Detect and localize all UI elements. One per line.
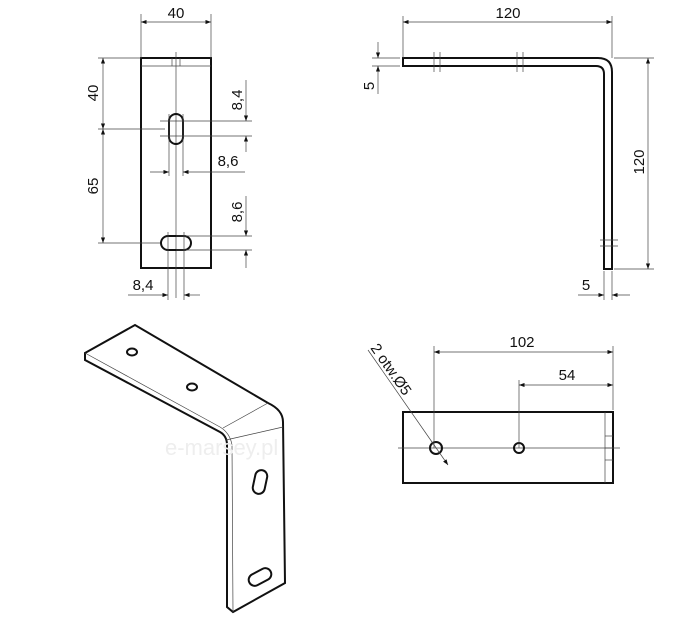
profile-outline bbox=[402, 57, 613, 270]
isometric-view: e-marsey.pl bbox=[84, 323, 287, 614]
hole-note: 2 otw.Ø5 bbox=[367, 341, 415, 399]
dim-slot-to-slot: 65 bbox=[85, 178, 102, 195]
dim-thickness-top: 5 bbox=[361, 82, 378, 90]
side-view: 120 5 120 5 bbox=[361, 5, 654, 300]
front-view: 40 40 65 8,4 8,6 8,6 8,4 bbox=[85, 5, 252, 300]
dim-hole-spacing-inner: 54 bbox=[559, 367, 576, 384]
hole bbox=[429, 441, 443, 455]
watermark: e-marsey.pl bbox=[165, 435, 278, 460]
dim-slot1-height: 8,4 bbox=[229, 90, 246, 111]
dim-slot2-width: 8,4 bbox=[133, 277, 154, 294]
dim-length: 120 bbox=[495, 5, 520, 22]
top-view: 102 54 2 otw.Ø5 bbox=[367, 334, 620, 484]
dim-thickness-bottom: 5 bbox=[582, 277, 590, 294]
dim-height: 120 bbox=[631, 149, 648, 174]
dim-top-to-slot: 40 bbox=[85, 85, 102, 102]
dim-hole-spacing-outer: 102 bbox=[509, 334, 534, 351]
dim-slot1-width: 8,6 bbox=[218, 153, 239, 170]
dim-width: 40 bbox=[168, 5, 185, 22]
dim-slot2-height: 8,6 bbox=[229, 202, 246, 223]
